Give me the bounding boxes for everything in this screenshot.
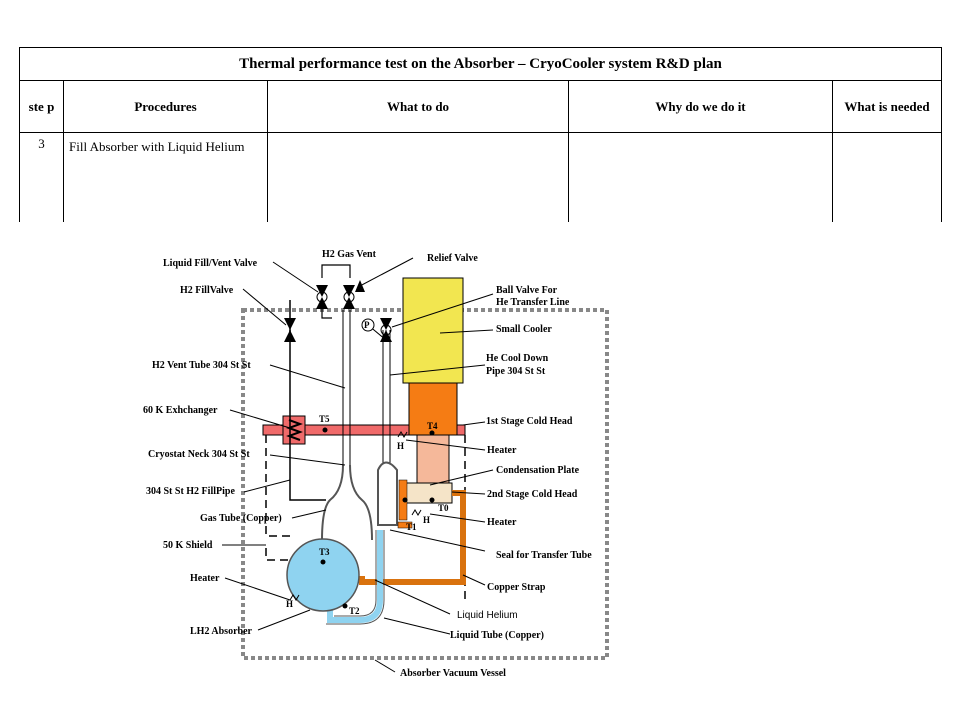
- gas-tube: [321, 464, 373, 541]
- label-cryostat-neck: Cryostat Neck 304 St St: [148, 449, 250, 460]
- plan-table: Thermal performance test on the Absorber…: [18, 47, 943, 222]
- sensor-t2: T2: [349, 606, 360, 616]
- condenser-pot: [377, 461, 398, 526]
- label-heater-1: Heater: [487, 445, 517, 456]
- sensor-t0: T0: [438, 503, 449, 513]
- first-stage-head: [408, 382, 458, 436]
- table-row: 3 Fill Absorber with Liquid Helium: [19, 132, 943, 222]
- label-ball-valve-1: Ball Valve For: [496, 285, 558, 296]
- label-liquid-fill-vent-valve: Liquid Fill/Vent Valve: [163, 258, 258, 269]
- sensor-h1: H: [397, 441, 404, 451]
- label-ball-valve-2: He Transfer Line: [496, 297, 570, 308]
- heater-zigzag-1: [397, 431, 408, 438]
- table-title: Thermal performance test on the Absorber…: [18, 47, 943, 81]
- pressure-gauge: [361, 318, 375, 332]
- label-h2-vent-tube: H2 Vent Tube 304 St St: [152, 360, 251, 371]
- label-heater-2: Heater: [487, 517, 517, 528]
- sensor-t5: T5: [319, 414, 330, 424]
- label-first-stage: 1st Stage Cold Head: [486, 416, 573, 427]
- heater-zigzag-3: [289, 594, 300, 601]
- small-cooler: [402, 277, 464, 384]
- label-lh2-absorber: LH2 Absorber: [190, 626, 253, 637]
- row-what-to-do: [267, 132, 569, 222]
- label-fill-pipe: 304 St St H2 FillPipe: [146, 486, 235, 497]
- valve-fill-vent: [316, 285, 328, 309]
- label-he-cool-down-2: Pipe 304 St St: [486, 366, 546, 377]
- sensor-h2: H: [423, 515, 430, 525]
- copper-strap: [359, 490, 466, 585]
- lh2-absorber: [286, 538, 360, 612]
- shield-outline: [265, 435, 305, 561]
- label-liquid-tube: Liquid Tube (Copper): [450, 630, 544, 641]
- exchanger-bar: [262, 424, 466, 436]
- header-what-needed: What is needed: [831, 80, 943, 133]
- label-h2-fill-valve: H2 FillValve: [180, 285, 234, 296]
- liquid-tube: [327, 530, 383, 623]
- label-seal: Seal for Transfer Tube: [496, 550, 592, 561]
- row-what-needed: [831, 132, 943, 222]
- h2-fill-pipe: [289, 330, 326, 501]
- label-copper-strap: Copper Strap: [487, 582, 546, 593]
- heater-zigzag-2: [411, 509, 422, 516]
- exchanger-coil: [286, 419, 303, 441]
- sensor-p: P: [364, 320, 370, 330]
- row-step: 3: [19, 132, 64, 222]
- ball-valve: [380, 318, 392, 342]
- sensor-t4: T4: [427, 421, 438, 431]
- sensor-h3: H: [286, 599, 293, 609]
- sensor-t1: T1: [406, 522, 417, 532]
- seal-marker: [397, 521, 413, 529]
- label-h2-gas-vent: H2 Gas Vent: [322, 249, 377, 260]
- label-small-cooler: Small Cooler: [496, 324, 552, 335]
- leader-lines: [222, 257, 494, 673]
- header-step: ste p: [19, 80, 64, 133]
- label-heater-left: Heater: [190, 573, 220, 584]
- label-50k-shield: 50 K Shield: [163, 540, 213, 551]
- label-gas-tube: Gas Tube (Copper): [200, 513, 282, 524]
- label-60k-exchanger: 60 K Exhchanger: [143, 405, 218, 416]
- label-liquid-helium: Liquid Helium: [457, 610, 518, 621]
- sensor-t3: T3: [319, 547, 330, 557]
- valve-gas-vent: [343, 285, 355, 309]
- condensation-plate: [403, 482, 453, 504]
- sensor-dots: [320, 427, 435, 609]
- valve-fill: [284, 318, 296, 342]
- header-what-to-do: What to do: [267, 80, 569, 133]
- label-relief-valve: Relief Valve: [427, 253, 478, 264]
- label-condensation-plate: Condensation Plate: [496, 465, 580, 476]
- label-second-stage: 2nd Stage Cold Head: [487, 489, 578, 500]
- liquid-tube-outline: [326, 530, 385, 625]
- label-vacuum-vessel: Absorber Vacuum Vessel: [400, 668, 506, 679]
- label-he-cool-down-1: He Cool Down: [486, 353, 549, 364]
